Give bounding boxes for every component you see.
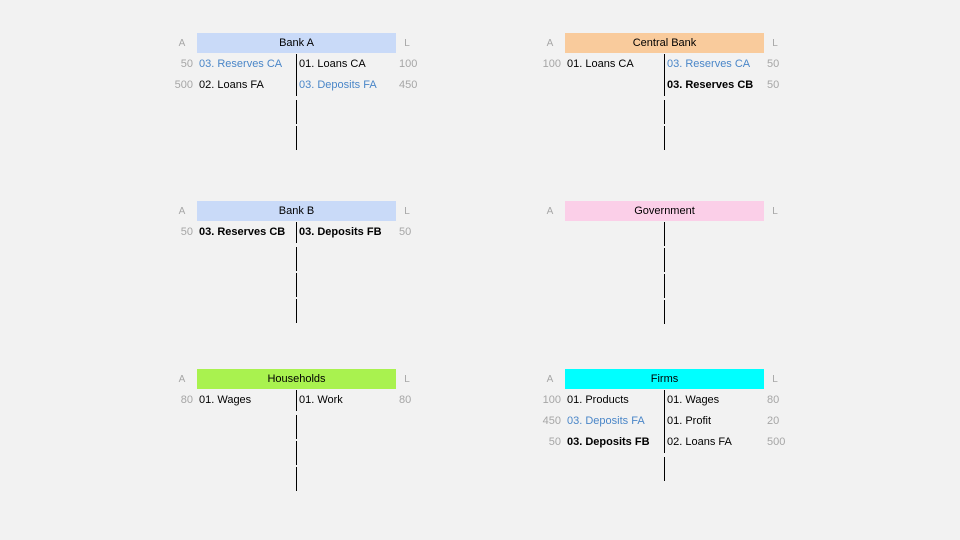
t-divider [664,390,665,453]
t-divider-segment [664,248,665,272]
t-divider-segment [296,415,297,439]
liability-amount: 450 [399,79,418,91]
asset-amount: 100 [542,394,561,406]
liability-entry: 02. Loans FA [667,436,732,448]
t-divider [296,54,297,96]
t-account-bank-a: A L Bank A 50 03. Reserves CA 01. Loans CA 100… [167,33,467,193]
account-title: Central Bank [565,33,764,53]
entry-row: 50 03. Reserves CB 03. Deposits FB 50 [167,222,467,243]
asset-amount: 50 [180,58,193,70]
asset-entry: 01. Loans CA [567,58,634,70]
account-title: Households [197,369,396,389]
t-divider-segment [664,300,665,324]
asset-entry: 03. Deposits FA [567,415,645,427]
asset-entry: 03. Reserves CA [199,58,283,70]
t-account-government: A L Government [535,201,835,361]
liability-entry: 01. Profit [667,415,712,427]
entry-row: 500 02. Loans FA 03. Deposits FA 450 [167,75,467,96]
entry-row: 100 01. Products 01. Wages 80 [535,390,835,411]
asset-amount: 50 [180,226,193,238]
asset-side-label: A [178,206,186,217]
liability-entry: 03. Deposits FA [299,79,377,91]
liability-side-label: L [772,374,778,385]
t-divider-segment [296,247,297,271]
asset-entry: 03. Reserves CB [199,226,286,238]
t-divider-segment [296,126,297,150]
liability-side-label: L [404,206,410,217]
asset-side-label: A [546,206,554,217]
t-divider-segment [664,222,665,246]
entry-row: 80 01. Wages 01. Work 80 [167,390,467,411]
account-title: Bank A [197,33,396,53]
liability-amount: 100 [399,58,418,70]
entry-row: 50 03. Reserves CA 01. Loans CA 100 [167,54,467,75]
asset-side-label: A [178,38,186,49]
t-divider-segment [664,126,665,150]
asset-entry: 01. Wages [199,394,252,406]
liability-entry: 03. Deposits FB [299,226,382,238]
asset-entry: 03. Deposits FB [567,436,650,448]
t-divider-segment [664,457,665,481]
asset-side-label: A [546,374,554,385]
t-account-firms: A L Firms 100 01. Products 01. Wages 80 450 03. … [535,369,835,529]
t-divider-segment [664,274,665,298]
t-divider-segment [296,441,297,465]
t-divider-segment [296,273,297,297]
entry-row: 50 03. Deposits FB 02. Loans FA 500 [535,432,835,453]
asset-amount: 500 [174,79,193,91]
asset-side-label: A [178,374,186,385]
asset-side-label: A [546,38,554,49]
t-divider [664,54,665,96]
liability-side-label: L [404,38,410,49]
t-divider-segment [664,100,665,124]
asset-amount: 450 [542,415,561,427]
t-divider-segment [296,100,297,124]
liability-entry: 03. Reserves CB [667,79,754,91]
liability-amount: 80 [399,394,412,406]
asset-amount: 50 [548,436,561,448]
liability-amount: 80 [767,394,780,406]
entry-row: 450 03. Deposits FA 01. Profit 20 [535,411,835,432]
t-divider-segment [296,467,297,491]
asset-entry: 02. Loans FA [199,79,264,91]
liability-amount: 50 [767,79,780,91]
t-divider [296,222,297,243]
liability-amount: 20 [767,415,780,427]
liability-side-label: L [772,206,778,217]
account-title: Firms [565,369,764,389]
t-divider-segment [296,299,297,323]
asset-amount: 80 [180,394,193,406]
liability-entry: 01. Wages [667,394,720,406]
entry-row: 03. Reserves CB 50 [535,75,835,96]
liability-side-label: L [772,38,778,49]
entry-row: 100 01. Loans CA 03. Reserves CA 50 [535,54,835,75]
liability-entry: 01. Loans CA [299,58,366,70]
t-divider [296,390,297,411]
liability-entry: 03. Reserves CA [667,58,751,70]
liability-entry: 01. Work [299,394,343,406]
liability-amount: 50 [767,58,780,70]
account-title: Government [565,201,764,221]
asset-entry: 01. Products [567,394,629,406]
account-title: Bank B [197,201,396,221]
liability-side-label: L [404,374,410,385]
asset-amount: 100 [542,58,561,70]
liability-amount: 500 [767,436,786,448]
liability-amount: 50 [399,226,412,238]
t-account-central-bank: A L Central Bank 100 01. Loans CA 03. Reserve… [535,33,835,193]
